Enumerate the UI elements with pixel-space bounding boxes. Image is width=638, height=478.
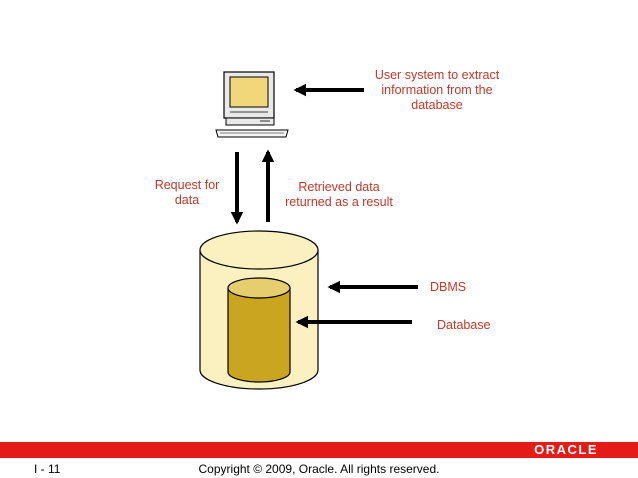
- retrieved-label: Retrieved data returned as a result: [285, 180, 393, 209]
- page-number: I - 11: [34, 462, 61, 476]
- database-cylinder: [227, 277, 291, 383]
- database-label: Database: [437, 318, 491, 332]
- oracle-logo: ORACLE: [534, 442, 598, 457]
- user-system-label: User system to extract information from …: [374, 68, 500, 112]
- dbms-label: DBMS: [430, 280, 467, 294]
- request-label: Request for data: [154, 178, 220, 207]
- footer-bar: [0, 442, 638, 458]
- computer-icon: [215, 71, 289, 138]
- copyright-text: Copyright © 2009, Oracle. All rights res…: [198, 462, 440, 476]
